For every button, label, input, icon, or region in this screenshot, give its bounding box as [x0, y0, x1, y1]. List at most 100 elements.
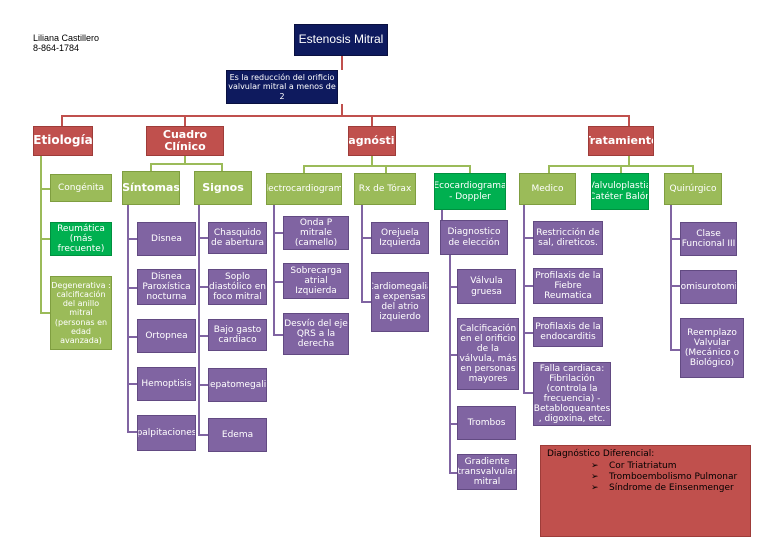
arrow-bullet-icon: ➢ — [591, 471, 599, 482]
quirurgico-item: Comisurotomia — [680, 270, 737, 304]
connector — [273, 281, 283, 283]
connector — [127, 336, 137, 338]
cuadro-clinico-node: Cuadro Clínico — [146, 126, 224, 156]
connector — [303, 165, 471, 167]
medico-item: Restricción de sal, direticos. — [533, 221, 603, 255]
connector — [371, 156, 373, 166]
root-title-node: Estenosis Mitral — [294, 24, 388, 56]
ecocardiograma-node: Ecocardiograma - Doppler — [434, 173, 506, 210]
signo-item: Chasquido de abertura — [208, 222, 267, 254]
connector — [150, 163, 152, 171]
medico-item: Profilaxis de la endocarditis — [533, 317, 603, 347]
sintoma-item: Disnea — [137, 222, 196, 256]
list-item: ➢Cor Triatriatum — [591, 461, 677, 471]
connector — [273, 232, 283, 234]
connector — [670, 349, 680, 351]
signo-item: Edema — [208, 418, 267, 452]
connector — [628, 115, 630, 126]
connector — [371, 115, 373, 126]
connector — [449, 423, 457, 425]
connector — [273, 334, 283, 336]
connector — [361, 301, 371, 303]
signo-item: Hepatomegalia — [208, 368, 267, 402]
sintomas-node: Síntomas — [122, 171, 180, 205]
eco-diagnostico-eleccion: Diagnostico de elección — [440, 220, 508, 255]
connector — [127, 205, 129, 433]
connector — [449, 286, 457, 288]
diagnostico-diferencial-title: Diagnóstico Diferencial: — [547, 449, 655, 459]
connector — [61, 115, 63, 126]
quirurgico-item: Clase Funcional III — [680, 222, 737, 256]
signo-item: Soplo diastólico en foco mitral — [208, 269, 267, 305]
connector — [61, 115, 630, 117]
etiologia-item: Reumática (más frecuente) — [50, 222, 112, 256]
connector — [184, 115, 186, 126]
rx-item: Cardiomegalia a expensas del atrio izqui… — [371, 272, 429, 332]
medico-item: Falla cardiaca: Fibrilación (controla la… — [533, 362, 611, 426]
connector — [670, 205, 672, 351]
eco-item: Trombos — [457, 406, 516, 440]
connector — [303, 165, 305, 173]
connector — [150, 163, 222, 165]
diagnostico-diferencial-list: ➢Cor Triatriatum ➢Tromboembolismo Pulmon… — [547, 461, 744, 493]
connector — [361, 205, 363, 303]
rx-torax-node: Rx de Tórax — [354, 173, 416, 205]
connector — [469, 165, 471, 173]
list-item: ➢Tromboembolismo Pulmonar — [591, 471, 738, 482]
connector — [40, 156, 42, 314]
connector — [620, 165, 622, 173]
arrow-bullet-icon: ➢ — [591, 461, 599, 471]
connector — [184, 156, 186, 164]
connector — [198, 205, 200, 436]
connector — [40, 312, 50, 314]
ecg-item: Onda P mitrale (camello) — [283, 216, 349, 250]
connector — [127, 287, 137, 289]
connector — [198, 335, 208, 337]
connector — [361, 237, 371, 239]
connector — [441, 210, 443, 220]
connector — [449, 255, 451, 473]
diagnostico-node: Diagnóstico — [348, 126, 396, 156]
connector — [628, 156, 630, 166]
sintoma-item: Hemoptisis — [137, 367, 196, 401]
sintoma-item: Disnea Paroxística nocturna — [137, 269, 196, 305]
connector — [198, 286, 208, 288]
electrocardiograma-node: Electrocardiograma — [266, 173, 342, 205]
connector — [670, 238, 680, 240]
medico-item: Profilaxis de la Fiebre Reumatica — [533, 268, 603, 304]
etiologia-node: Etiología — [33, 126, 93, 156]
connector — [523, 237, 533, 239]
list-item: ➢Síndrome de Einsenmenger — [591, 482, 734, 493]
author-info: Liliana Castillero 8-864-1784 — [33, 33, 99, 54]
valvuloplastia-node: Valvuloplastia Catéter Balón — [591, 173, 649, 210]
connector — [127, 431, 137, 433]
connector — [523, 285, 533, 287]
signos-node: Signos — [194, 171, 252, 205]
connector — [198, 237, 208, 239]
connector — [273, 205, 275, 336]
connector — [198, 434, 208, 436]
quirurgico-node: Quirúrgico — [664, 173, 722, 205]
etiologia-item: Congénita — [50, 174, 112, 202]
connector — [548, 165, 550, 173]
connector — [692, 165, 694, 173]
rx-item: Orejuela Izquierda — [371, 222, 429, 254]
eco-item: Calcificación en el orificio de la válvu… — [457, 318, 519, 390]
eco-item: Gradiente transvalvular mitral — [457, 454, 517, 490]
tratamiento-node: Tratamiento — [588, 126, 654, 156]
connector — [385, 165, 387, 173]
signo-item: Bajo gasto cardiaco — [208, 319, 267, 351]
arrow-bullet-icon: ➢ — [591, 482, 599, 493]
connector — [40, 188, 50, 190]
ecg-item: Desvío del eje QRS a la derecha — [283, 313, 349, 355]
connector — [341, 56, 343, 70]
connector — [341, 104, 343, 116]
connector — [523, 205, 525, 394]
author-id: 8-864-1784 — [33, 43, 80, 54]
connector — [40, 238, 50, 240]
ecg-item: Sobrecarga atrial Izquierda — [283, 263, 349, 299]
connector — [127, 383, 137, 385]
connector — [198, 384, 208, 386]
connector — [523, 332, 533, 334]
connector — [670, 285, 680, 287]
